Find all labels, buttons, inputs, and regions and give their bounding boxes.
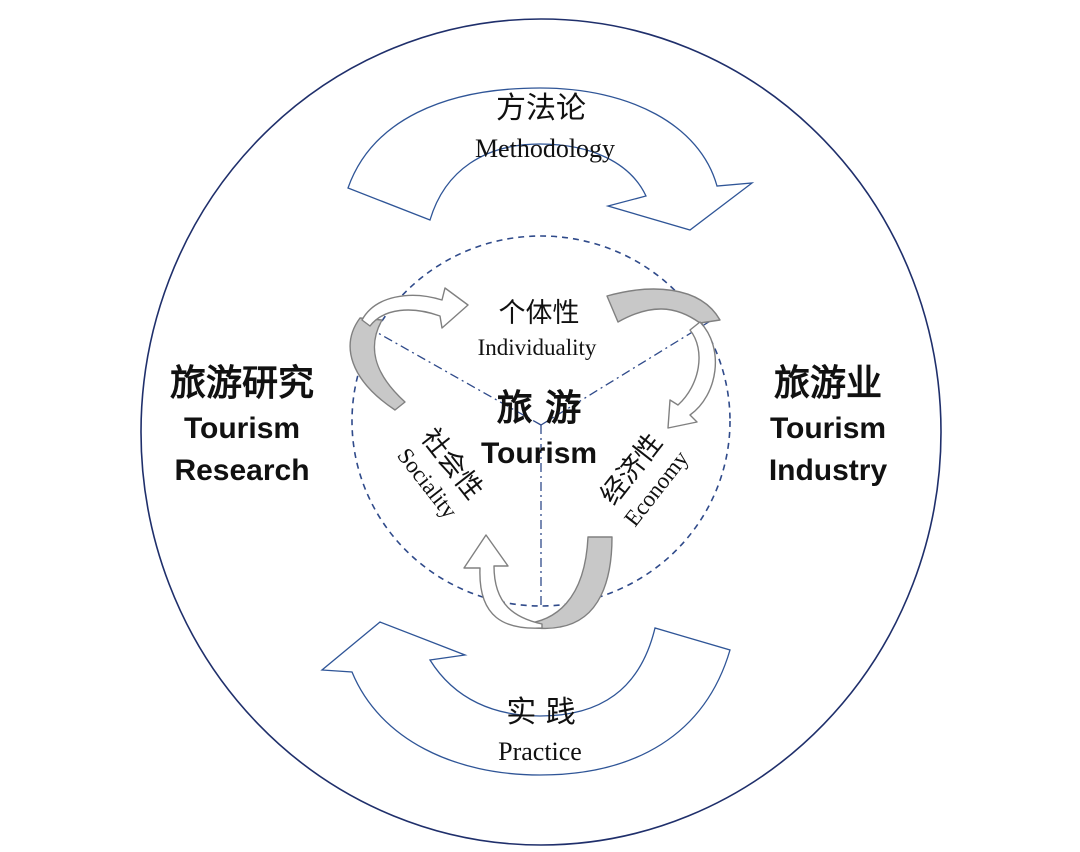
white-arrow-right bbox=[667, 321, 716, 429]
tourism-research-cn-label: 旅游研究 bbox=[170, 363, 314, 404]
practice-en-label: Practice bbox=[498, 737, 582, 766]
gray-arrow-left bbox=[349, 317, 406, 411]
inner-dashed-circle bbox=[351, 235, 731, 607]
outer-circle bbox=[140, 18, 942, 846]
tourism-industry-cn-label: 旅游业 bbox=[774, 363, 882, 404]
center-en-label: Tourism bbox=[481, 437, 597, 470]
individuality-cn-label: 个体性 bbox=[499, 298, 580, 329]
gray-arrow-bottom bbox=[521, 536, 613, 630]
white-arrow-bottom-left bbox=[463, 534, 543, 629]
methodology-cn-label: 方法论 bbox=[496, 91, 586, 126]
white-arrow-top-left bbox=[361, 287, 469, 329]
center-cn-label: 旅 游 bbox=[497, 388, 582, 429]
tourism-industry-en-line2: Industry bbox=[769, 454, 888, 487]
spoke-upper-left bbox=[377, 332, 542, 426]
methodology-en-label: Methodology bbox=[475, 134, 615, 163]
economy-group: 经济性 Economy bbox=[595, 428, 694, 531]
gray-arrow-top-right bbox=[606, 288, 721, 324]
white-arrows bbox=[361, 287, 716, 629]
tourism-research-en-line1: Tourism bbox=[184, 412, 300, 445]
methodology-arrow bbox=[347, 87, 755, 231]
tourism-research-en-line2: Research bbox=[174, 454, 309, 487]
spoke-upper-right bbox=[540, 319, 713, 426]
spokes bbox=[377, 319, 713, 606]
tourism-industry-en-line1: Tourism bbox=[770, 412, 886, 445]
practice-cn-label: 实 践 bbox=[506, 695, 576, 730]
practice-arrow bbox=[320, 621, 731, 776]
sociality-group: 社会性 Sociality bbox=[392, 423, 489, 524]
individuality-en-label: Individuality bbox=[478, 335, 597, 360]
